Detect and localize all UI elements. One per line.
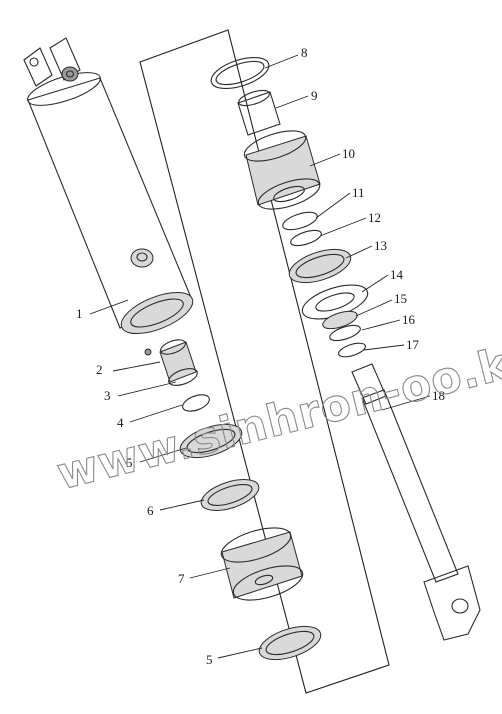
callout-labels: 1 2 3 4 5 6 7 5 8 9 10 11 12 13 14 15 16… bbox=[76, 45, 445, 667]
callout-8: 8 bbox=[301, 45, 308, 60]
part-7-piston bbox=[220, 527, 304, 601]
callout-11: 11 bbox=[352, 185, 365, 200]
part-9-bushing bbox=[237, 89, 281, 136]
callout-13: 13 bbox=[374, 238, 387, 253]
part-12-ring bbox=[290, 229, 322, 247]
callout-16: 16 bbox=[402, 312, 416, 327]
callout-17: 17 bbox=[406, 337, 420, 352]
part-6-wear-ring bbox=[200, 479, 260, 511]
callout-5b: 5 bbox=[206, 652, 213, 667]
leader-lines bbox=[89, 54, 431, 659]
callout-7: 7 bbox=[178, 571, 185, 586]
part-8-top-ring bbox=[210, 56, 270, 90]
part-4-ring bbox=[182, 394, 210, 412]
callout-15: 15 bbox=[394, 291, 407, 306]
callout-6: 6 bbox=[147, 503, 154, 518]
callout-3: 3 bbox=[104, 388, 111, 403]
callout-14: 14 bbox=[390, 267, 404, 282]
part-11-ring bbox=[282, 211, 318, 231]
part-5-seal-ring-upper bbox=[179, 423, 243, 459]
part-2-rod-end bbox=[159, 339, 198, 386]
part-13-seal bbox=[288, 248, 352, 284]
part-17-ring bbox=[338, 342, 366, 358]
callout-18: 18 bbox=[432, 388, 445, 403]
part-18-piston-rod bbox=[351, 363, 481, 641]
callout-9: 9 bbox=[311, 88, 318, 103]
callout-1: 1 bbox=[76, 306, 83, 321]
callout-10: 10 bbox=[342, 146, 355, 161]
callout-12: 12 bbox=[368, 210, 381, 225]
part-5-seal-ring-lower bbox=[258, 625, 322, 661]
callout-5a: 5 bbox=[126, 455, 133, 470]
callout-2: 2 bbox=[96, 362, 103, 377]
part-10-gland bbox=[243, 130, 321, 210]
part-3-pin bbox=[144, 348, 152, 356]
callout-4: 4 bbox=[117, 415, 124, 430]
part-1-cylinder-barrel bbox=[23, 37, 194, 335]
part-16-ring bbox=[329, 324, 361, 342]
part-15-seal bbox=[322, 310, 358, 330]
